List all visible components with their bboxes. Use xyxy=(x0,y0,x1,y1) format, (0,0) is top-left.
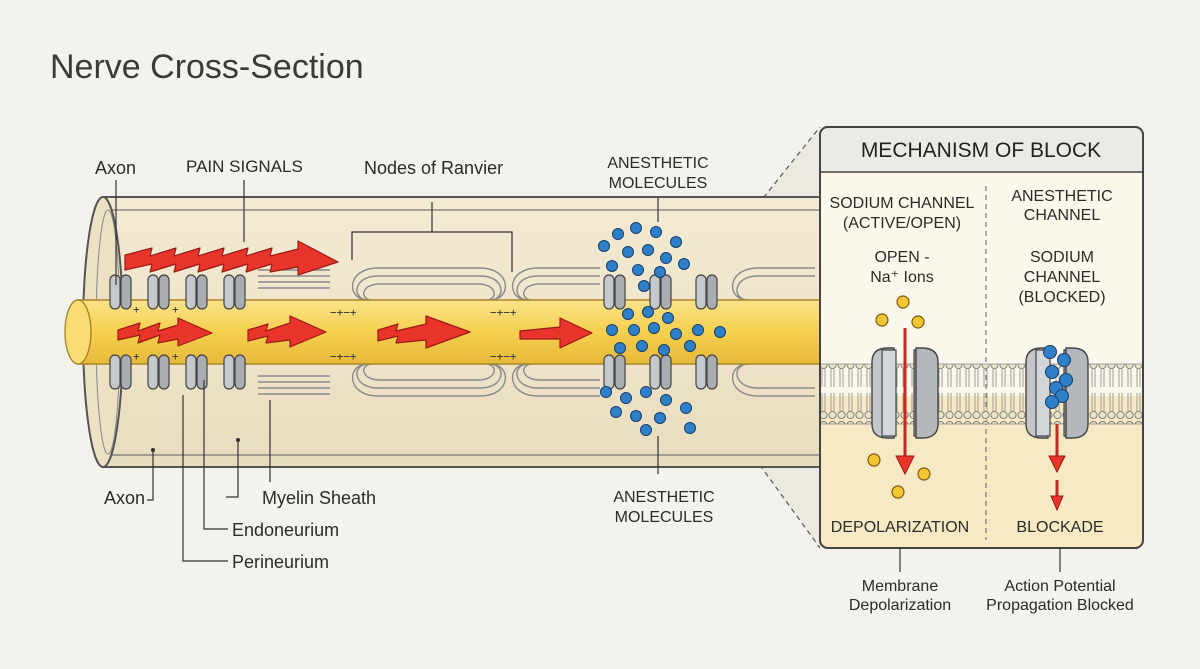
depolarization-label: DEPOLARIZATION xyxy=(831,519,969,536)
svg-text:+: + xyxy=(172,350,179,363)
anesthetic-bottom-label-line2: MOLECULES xyxy=(615,509,714,526)
svg-text:−+−+: −+−+ xyxy=(490,350,517,363)
perineurium-label: Perineurium xyxy=(232,552,329,572)
anesthetic-molecules xyxy=(598,222,726,436)
svg-text:−+−+: −+−+ xyxy=(490,306,517,319)
left-state-line1: OPEN - xyxy=(874,249,929,266)
charge-marks: + + + + −+−+ −+−+ −+−+ −+−+ xyxy=(133,303,517,363)
myelin-sheath-segments xyxy=(258,267,815,397)
svg-text:−+−+: −+−+ xyxy=(330,306,357,319)
propagation-blocked-caption-line2: Propagation Blocked xyxy=(986,597,1134,614)
anesthetic-bottom-label-line1: ANESTHETIC xyxy=(613,489,714,506)
svg-text:−+−+: −+−+ xyxy=(330,350,357,363)
pain-signals-label: PAIN SIGNALS xyxy=(186,157,303,176)
axon-label-bottom: Axon xyxy=(104,488,145,508)
right-heading-line1: ANESTHETIC xyxy=(1011,188,1112,205)
leader-lines xyxy=(115,180,659,562)
open-sodium-channel xyxy=(871,328,939,476)
blocked-sodium-channel xyxy=(1025,345,1089,512)
sodium-ions xyxy=(867,295,931,499)
membrane-depolarization-caption-line2: Depolarization xyxy=(849,597,951,614)
anesthetic-top-label-line1: ANESTHETIC xyxy=(607,155,708,172)
svg-text:+: + xyxy=(133,303,140,316)
right-heading-line2: CHANNEL xyxy=(1024,207,1101,224)
right-state-line2: CHANNEL xyxy=(1024,269,1101,286)
mechanism-title: MECHANISM OF BLOCK xyxy=(861,139,1101,162)
right-state-line1: SODIUM xyxy=(1030,249,1094,266)
anesthetic-top-label-line2: MOLECULES xyxy=(609,175,708,192)
nodes-of-ranvier-label: Nodes of Ranvier xyxy=(364,158,503,178)
propagation-blocked-caption-line1: Action Potential xyxy=(1004,578,1115,595)
left-heading-line2: (ACTIVE/OPEN) xyxy=(843,215,961,232)
myelin-sheath-label: Myelin Sheath xyxy=(262,488,376,508)
left-state-line2: Na⁺ Ions xyxy=(870,269,934,286)
membrane-depolarization-caption-line1: Membrane xyxy=(862,578,939,595)
axon-label-top: Axon xyxy=(95,158,136,178)
blockade-label: BLOCKADE xyxy=(1016,519,1103,536)
left-heading-line1: SODIUM CHANNEL xyxy=(830,195,975,212)
svg-text:+: + xyxy=(133,350,140,363)
page-title: Nerve Cross-Section xyxy=(50,48,364,86)
pain-signal-arrows xyxy=(117,240,593,349)
svg-text:+: + xyxy=(172,303,179,316)
endoneurium-label: Endoneurium xyxy=(232,520,339,540)
right-state-line3: (BLOCKED) xyxy=(1018,289,1105,306)
